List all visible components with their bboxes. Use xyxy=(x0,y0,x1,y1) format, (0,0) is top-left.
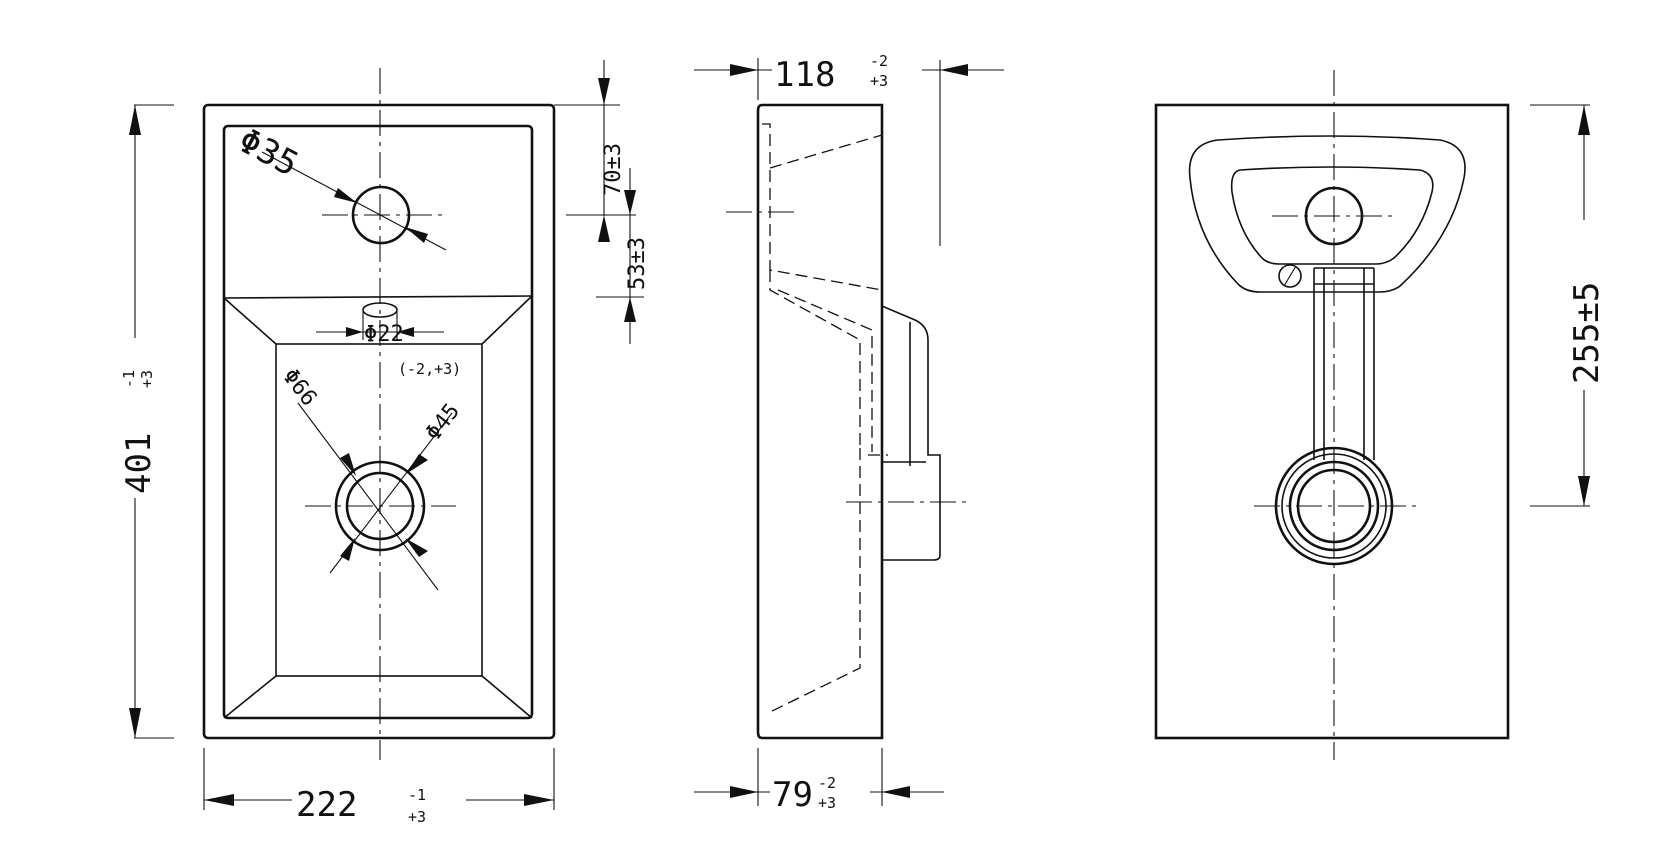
depth-dimension-label: 118 xyxy=(774,55,835,95)
waste-inner-diameter-label: Φ45 xyxy=(421,399,465,446)
rear-waste-mid xyxy=(1288,460,1380,552)
rear-tap-hole xyxy=(1304,186,1364,246)
waste-outer-circle xyxy=(334,460,426,552)
top-view: Φ35 Φ22 Φ66 Φ45 (-2,+3) 401 -1 +3 xyxy=(108,60,650,826)
height-tol-top: -1 xyxy=(120,370,138,388)
front-depth-label: 79 xyxy=(772,775,813,815)
rear-outline xyxy=(1154,103,1510,740)
front-depth-tol-bottom: +3 xyxy=(818,794,836,812)
rear-waste-ring xyxy=(1281,453,1387,559)
tap-hole-diameter-label: Φ35 xyxy=(232,121,305,185)
height-dimension-label: 401 xyxy=(119,433,159,494)
side-view: 118 -2 +3 79 -2 +3 xyxy=(694,46,1004,816)
basin-outline xyxy=(202,103,556,740)
overflow-screw xyxy=(1278,264,1302,288)
width-dimension-label: 222 xyxy=(296,785,357,825)
depth-tol-bottom: +3 xyxy=(870,72,888,90)
drain-height-label: 255±5 xyxy=(1567,282,1607,384)
width-tol-bottom: +3 xyxy=(408,808,426,826)
front-depth-tol-top: -2 xyxy=(818,774,836,792)
rear-bowl-outer xyxy=(1188,135,1466,293)
tap-offset-label: 70±3 xyxy=(601,143,626,196)
basin-inner-rim xyxy=(222,124,534,720)
bowl-floor xyxy=(275,343,483,677)
rear-bowl-inner xyxy=(1230,166,1434,265)
tap-hole-circle xyxy=(351,185,411,245)
depth-tol-top: -2 xyxy=(870,52,888,70)
rear-waste-outer xyxy=(1274,446,1394,566)
rear-waste-inner xyxy=(1296,468,1372,544)
waste-inner-circle xyxy=(345,471,415,541)
rear-trap-column xyxy=(1313,268,1375,460)
rear-view: 255±5 xyxy=(1154,70,1608,760)
side-profile xyxy=(756,103,884,740)
tap-spacing-label: 53±3 xyxy=(625,237,650,290)
width-tol-top: -1 xyxy=(408,786,426,804)
waste-outer-diameter-label: Φ66 xyxy=(277,364,321,411)
overflow-diameter-label: Φ22 xyxy=(364,322,404,347)
height-tol-bottom: +3 xyxy=(138,370,156,388)
trap-pipe xyxy=(881,305,941,561)
waste-tolerance-label: (-2,+3) xyxy=(398,360,461,378)
